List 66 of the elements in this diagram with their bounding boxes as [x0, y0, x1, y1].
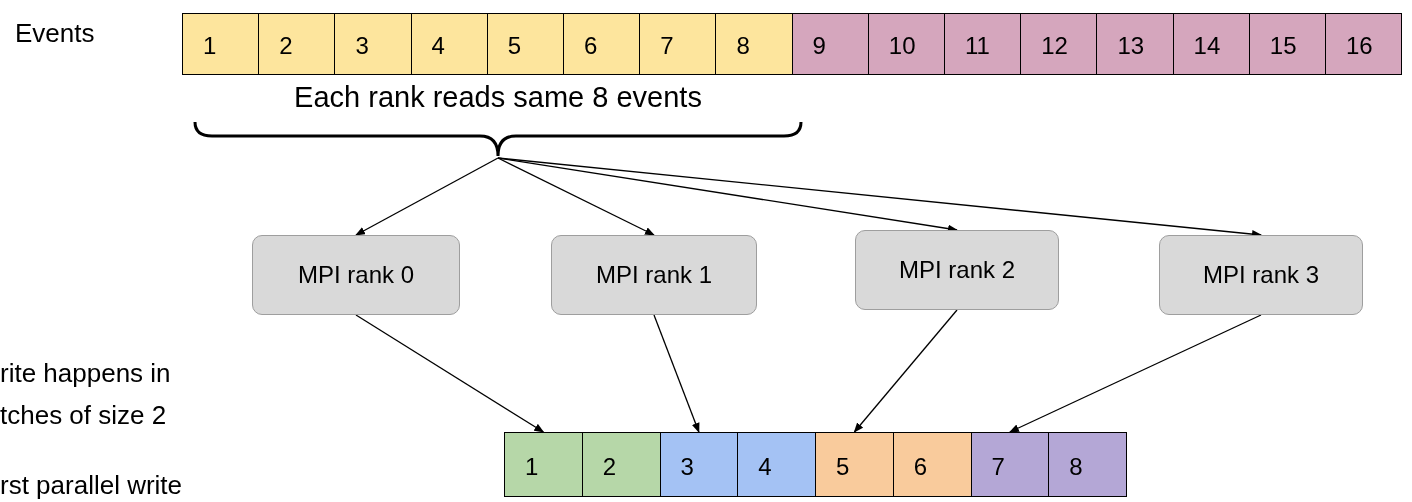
output-cell — [1048, 432, 1127, 497]
text-label: Events — [15, 17, 95, 50]
node-label: 12 — [1041, 31, 1068, 61]
event-cell — [1020, 13, 1098, 75]
output-cell — [815, 432, 894, 497]
node-label: 4 — [431, 31, 445, 61]
event-cell — [944, 13, 1022, 75]
event-cell — [1172, 13, 1250, 75]
event-cell — [1096, 13, 1174, 75]
rank-box — [252, 235, 460, 315]
output-cell — [892, 432, 972, 497]
output-cell — [581, 432, 661, 497]
node-label: 16 — [1346, 31, 1373, 61]
node-label: 13 — [1117, 31, 1145, 61]
node-label: 5 — [507, 31, 522, 61]
event-cell — [1248, 13, 1326, 75]
node-label: 8 — [736, 31, 750, 61]
event-cell — [791, 13, 869, 75]
event-cell — [486, 13, 564, 75]
rank-box — [1159, 235, 1363, 315]
node-label: 14 — [1193, 31, 1221, 61]
event-cell — [867, 13, 945, 75]
output-cell — [970, 432, 1050, 497]
node-label: MPI rank 3 — [1202, 260, 1319, 290]
node-label: 4 — [758, 451, 772, 482]
node-label: 1 — [203, 31, 217, 61]
node-label: MPI rank 2 — [898, 255, 1015, 285]
node-label: 3 — [680, 451, 694, 482]
event-cell — [334, 13, 412, 75]
node-label: 6 — [584, 31, 598, 61]
arrow — [355, 157, 499, 236]
brace-caption: Each rank reads same 8 events — [294, 80, 702, 114]
event-cell — [715, 13, 793, 75]
node-label: 7 — [660, 31, 674, 61]
node-label: 2 — [279, 31, 293, 61]
node-label: 3 — [355, 31, 369, 61]
arrow — [653, 314, 700, 433]
event-cell — [182, 13, 260, 75]
event-cell — [639, 13, 717, 75]
node-label: 9 — [812, 31, 826, 61]
output-cell — [504, 432, 583, 497]
node-label: 15 — [1269, 31, 1297, 61]
node-label: 2 — [602, 451, 617, 482]
event-cell — [410, 13, 488, 75]
node-label: 11 — [965, 31, 990, 61]
event-cell — [1325, 13, 1403, 75]
arrow — [355, 314, 545, 433]
rank-box — [551, 235, 757, 315]
node-label: 8 — [1069, 451, 1083, 482]
arrow — [497, 157, 655, 236]
event-cell — [258, 13, 336, 75]
event-cell — [563, 13, 641, 75]
rank-box — [855, 230, 1059, 310]
output-cell — [737, 432, 816, 497]
arrow — [1008, 314, 1262, 433]
node-label: MPI rank 1 — [595, 260, 712, 290]
text-label: rite happens in tches of size 2 — [0, 357, 172, 432]
node-label: 5 — [836, 451, 850, 482]
output-cell — [659, 432, 739, 497]
arrow — [853, 309, 958, 433]
node-label: 6 — [913, 451, 928, 482]
text-label: rst parallel write — [0, 469, 183, 502]
node-label: 10 — [888, 31, 916, 61]
node-label: 1 — [525, 451, 539, 482]
node-label: 7 — [991, 451, 1005, 482]
node-label: MPI rank 0 — [297, 260, 414, 290]
